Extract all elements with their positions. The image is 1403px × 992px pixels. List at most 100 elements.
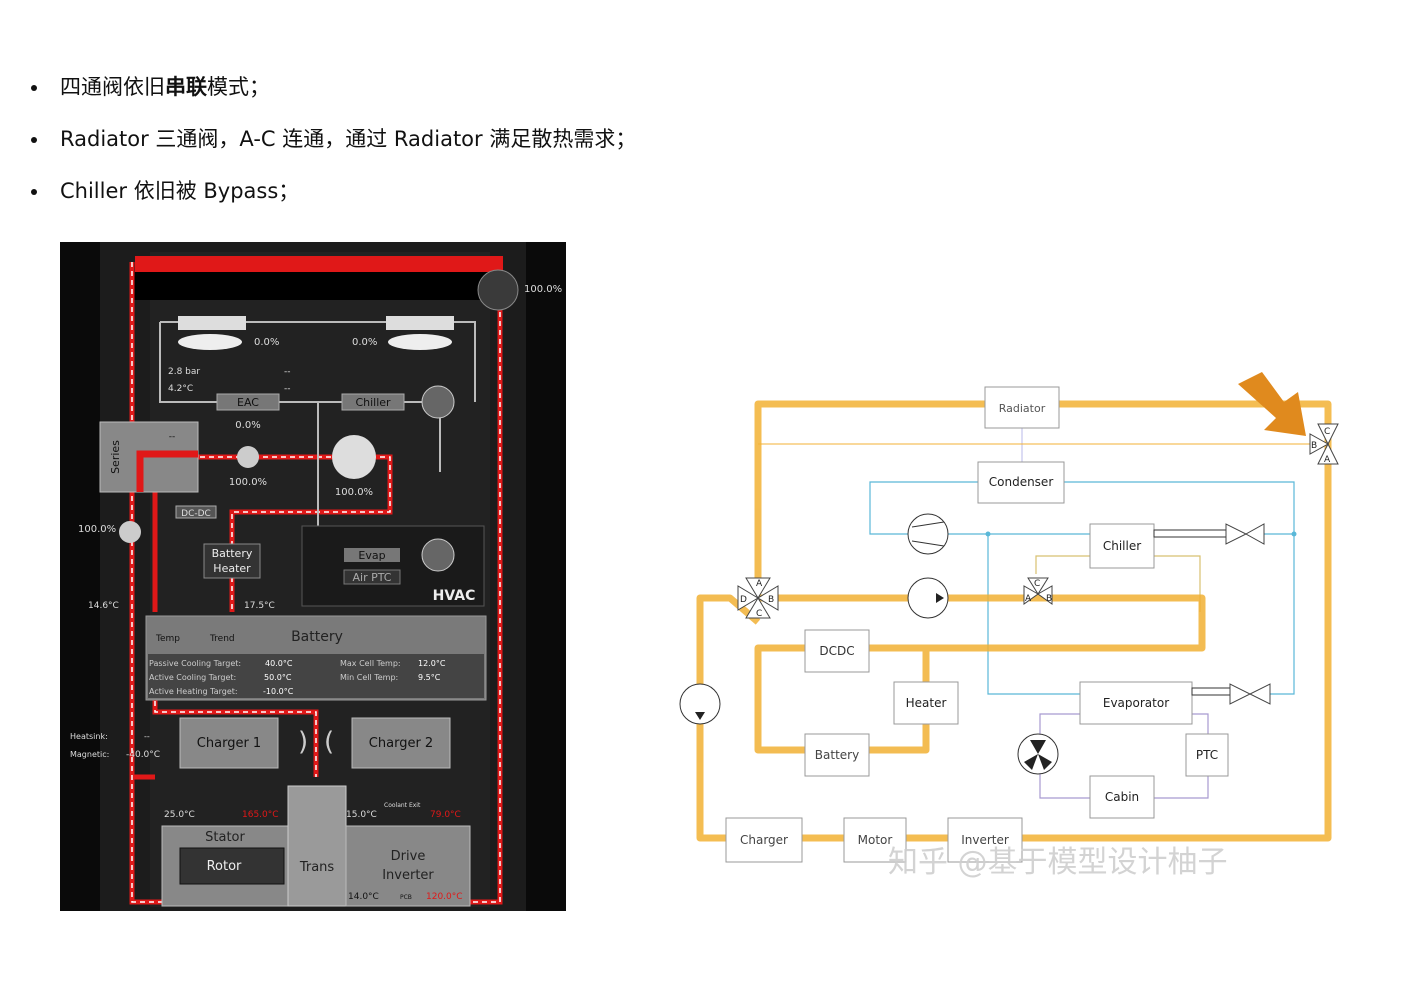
battery-label: Battery — [815, 748, 859, 762]
rad-valve-a: A — [1324, 455, 1331, 465]
cabin-box — [1089, 775, 1155, 819]
bullet-dot — [31, 137, 37, 143]
condenser-box — [977, 461, 1065, 504]
radiator-core — [134, 272, 494, 300]
charger-label: Charger — [740, 833, 788, 847]
fan-left-pct: 0.0% — [254, 337, 279, 348]
dcdc-box — [175, 505, 217, 519]
rotor-label: Rotor — [207, 859, 242, 874]
bullet-text: Radiator 三通阀，A-C 连通，通过 Radiator 满足散热需求； — [60, 127, 637, 151]
motor-box — [843, 817, 907, 863]
evaporator-label: Evaporator — [1103, 696, 1169, 710]
heater-box — [893, 681, 959, 725]
ptc-box — [1185, 733, 1229, 777]
radiator-label: Radiator — [999, 402, 1046, 415]
trans-label: Trans — [299, 860, 335, 875]
coolant-red-temp: 79.0°C — [430, 810, 461, 820]
air-ptc-box — [343, 569, 401, 585]
eac-box — [216, 393, 280, 411]
radiator-pct: 100.0% — [524, 284, 562, 295]
rotor-box — [179, 847, 285, 885]
valve-c-label: C — [756, 609, 762, 619]
hvac-box — [301, 525, 485, 607]
battery-heater-line2: Heater — [213, 562, 251, 575]
max-cell-value: 12.0°C — [418, 659, 446, 668]
chiller-label: Chiller — [355, 396, 391, 409]
passive-value: 40.0°C — [265, 659, 293, 668]
series-label: Series — [109, 440, 122, 474]
inverter-box — [345, 825, 471, 907]
stator-temp: 25.0°C — [164, 810, 195, 820]
pump-mid-icon — [237, 446, 259, 468]
inverter-temp: 14.0°C — [348, 892, 379, 902]
inverter-box — [947, 817, 1023, 863]
min-cell-label: Min Cell Temp: — [340, 673, 398, 682]
condenser-label: Condenser — [989, 475, 1054, 489]
fan-left-icon — [178, 334, 242, 350]
battery-heater-box — [203, 543, 261, 579]
pump-left-icon — [679, 683, 721, 725]
condenser-right — [386, 316, 454, 330]
inverter-label: Inverter — [961, 833, 1009, 847]
bullet-dot — [31, 189, 37, 195]
evap-box — [344, 548, 400, 562]
pump-left-pct: 100.0% — [78, 524, 116, 535]
charger2-label: Charger 2 — [369, 736, 433, 751]
bullet-list: 四通阀依旧串联模式； Radiator 三通阀，A-C 连通，通过 Radiat… — [28, 70, 636, 226]
refrigerant-temp-value: -- — [284, 384, 291, 394]
eac-label: EAC — [237, 396, 259, 409]
dcdc-box — [804, 629, 870, 673]
dcdc-label: DC-DC — [181, 509, 211, 519]
pressure-label: 2.8 bar — [168, 367, 200, 377]
radiator-bar — [135, 256, 503, 272]
radiator-valve-icon — [477, 269, 519, 311]
stator-label: Stator — [205, 830, 245, 845]
evap-label: Evap — [358, 549, 385, 562]
watermark: 知乎 @基于模型设计柚子 — [888, 845, 1228, 880]
bullet-text: Chiller 依旧被 Bypass； — [60, 179, 300, 203]
temp-label: Temp — [155, 634, 180, 644]
hvac-label: HVAC — [433, 588, 476, 604]
radiator-box — [984, 386, 1060, 429]
chiller-valve-icon — [421, 385, 455, 419]
max-cell-label: Max Cell Temp: — [340, 659, 401, 668]
radiator-three-way-valve-icon: B C A — [1309, 423, 1339, 465]
charger-link-icon: ( — [324, 727, 334, 757]
trans-box — [287, 785, 347, 907]
pump-left-icon — [119, 521, 141, 543]
left-temp: 14.6°C — [88, 601, 119, 611]
air-ptc-label: Air PTC — [353, 571, 392, 584]
coolant-temp: 15.0°C — [346, 810, 377, 820]
ptc-label: PTC — [1196, 748, 1218, 762]
valve-d-label: D — [740, 595, 747, 605]
bullet-item: Chiller 依旧被 Bypass； — [28, 174, 636, 226]
flow-arrow-icon — [1238, 372, 1306, 436]
inverter-line1: Drive — [391, 849, 426, 864]
magnetic-label: Magnetic: — [70, 750, 109, 759]
battery-heater-line1: Battery — [212, 547, 253, 560]
pump-icon — [907, 577, 949, 619]
dcdc-label: DCDC — [819, 644, 854, 658]
chiller-box — [341, 393, 405, 411]
rad-valve-c: C — [1324, 427, 1330, 437]
bullet-bold-text: 串联 — [165, 75, 207, 99]
trend-label: Trend — [209, 634, 235, 644]
bullet-item: 四通阀依旧串联模式； — [28, 70, 636, 122]
fan-right-pct: 0.0% — [352, 337, 377, 348]
bullet-text-suffix: 模式； — [207, 75, 270, 99]
tesla-thermal-screen: 100.0% 0.0% 0.0% 2.8 bar -- 4.2°C -- EAC… — [60, 242, 566, 911]
four-way-valve-icon: A B C D — [737, 577, 779, 619]
stator-red-temp: 165.0°C — [242, 810, 279, 820]
eac-pct: 0.0% — [235, 420, 260, 431]
chiller-label: Chiller — [1103, 539, 1141, 553]
three-way-valve-mid-icon: A B C — [1023, 577, 1053, 605]
evaporator-box — [1079, 681, 1193, 725]
active-label: Active Cooling Target: — [149, 673, 236, 682]
pressure-value: -- — [284, 367, 291, 377]
mid-temp: 17.5°C — [244, 601, 275, 611]
inverter-line2: Inverter — [382, 868, 434, 883]
charger-box — [725, 817, 803, 863]
expansion-valve-evap-icon — [1229, 683, 1271, 705]
heatsink-value: -- — [144, 732, 150, 741]
battery-label: Battery — [291, 629, 343, 645]
